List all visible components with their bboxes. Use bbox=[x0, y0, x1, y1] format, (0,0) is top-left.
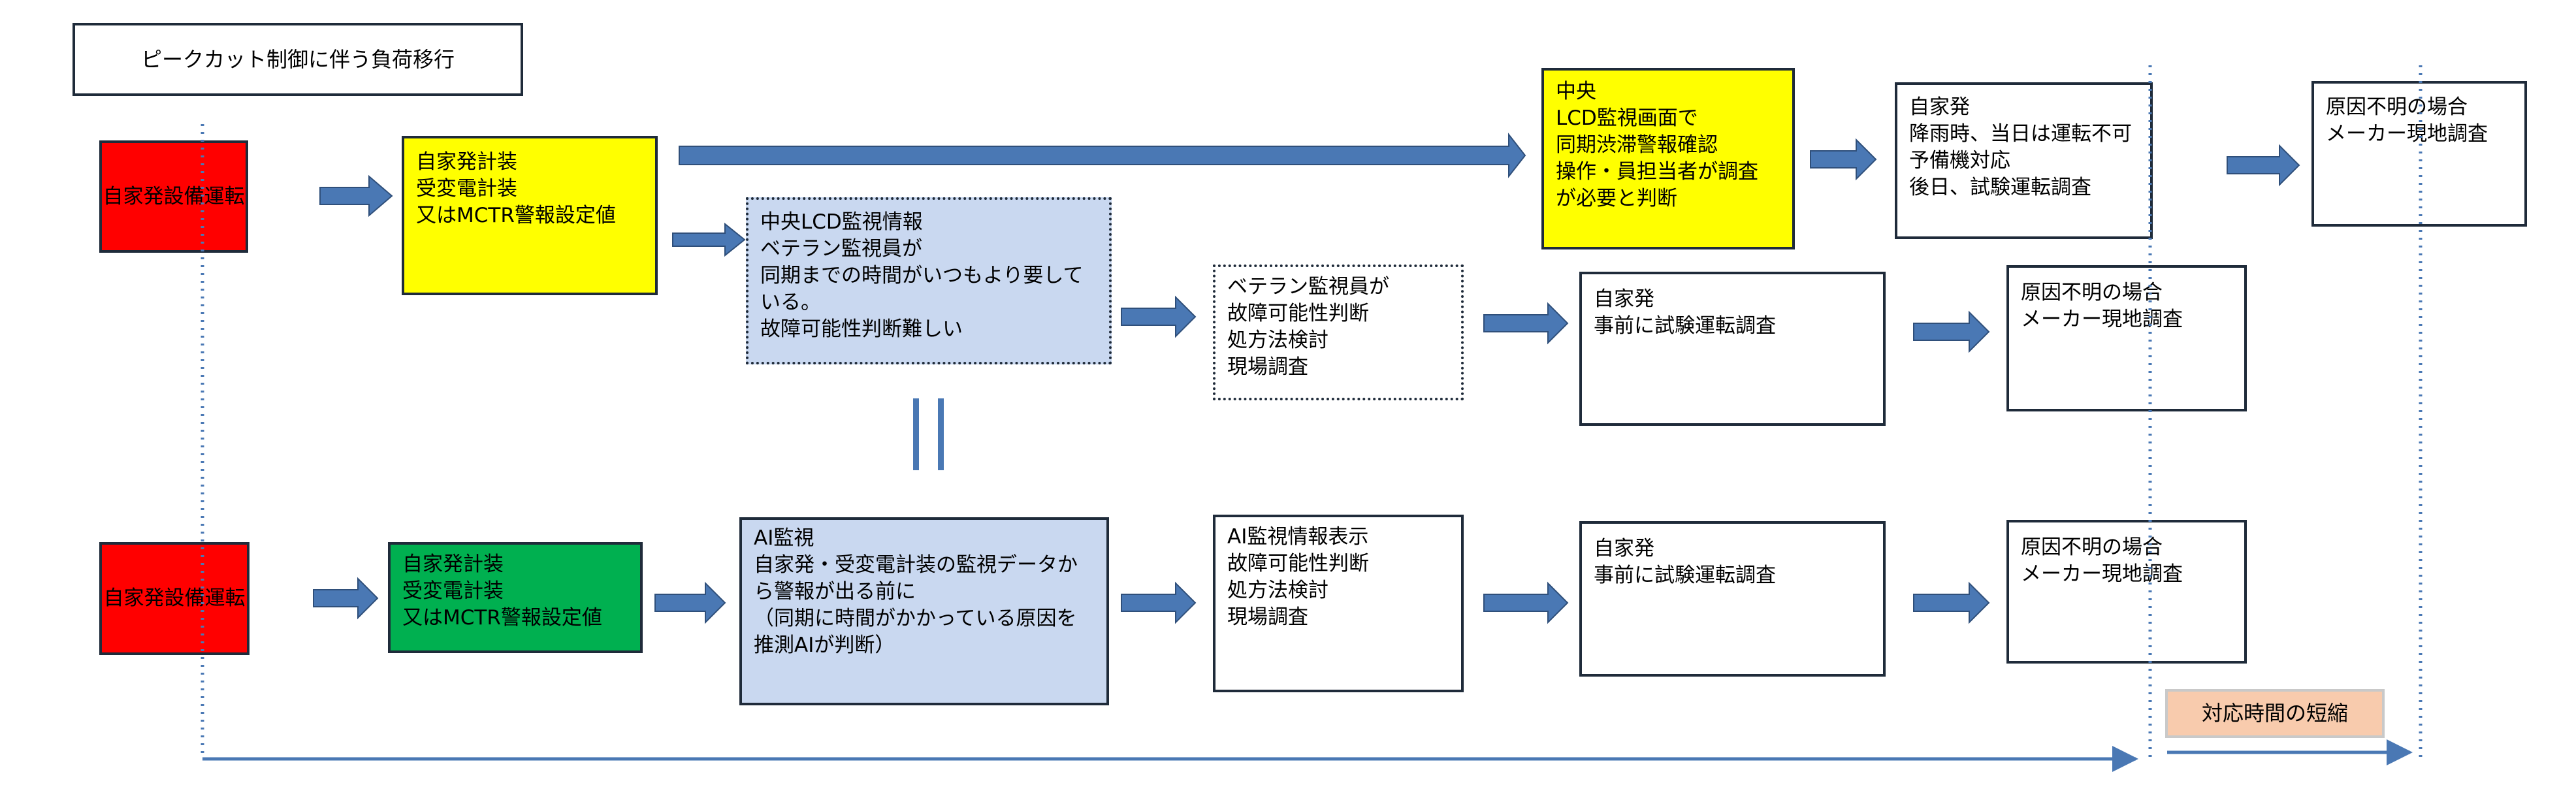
top-start-node: 自家発設備運転 bbox=[99, 140, 248, 253]
bottom-settings-node: 自家発計装 受変電計装 又はMCTR警報設定値 bbox=[388, 542, 643, 653]
arrow-long-to-central-alarm bbox=[679, 133, 1526, 178]
top-veteran-node: ベテラン監視員が 故障可能性判断 処方法検討 現場調査 bbox=[1213, 265, 1464, 400]
arrow-selfgen-to-unknown-top bbox=[1913, 310, 1990, 353]
top-central-alarm-node: 中央 LCD監視画面で 同期渋滞警報確認 操作・員担当者が調査 が必要と判断 bbox=[1541, 68, 1795, 249]
top-central-lcd-node: 中央LCD監視情報 ベテラン監視員が 同期までの時間がいつもより要している。 故… bbox=[746, 197, 1112, 364]
arrow-settings-to-ai bbox=[654, 581, 726, 624]
arrow-selfgen-to-unknown-bottom bbox=[1913, 581, 1990, 624]
bottom-ai-node: AI監視 自家発・受変電計装の監視データから警報が出る前に （同期に時間がかかっ… bbox=[739, 517, 1109, 705]
bottom-selfgen-test-node: 自家発 事前に試験運転調査 bbox=[1579, 521, 1886, 677]
diagram-title: ピークカット制御に伴う負荷移行 bbox=[72, 23, 523, 96]
arrow-rain-to-far bbox=[2227, 144, 2300, 187]
arrow-display-to-selfgen-bottom bbox=[1483, 581, 1569, 624]
time-shortening-label: 対応時間の短縮 bbox=[2165, 689, 2385, 738]
arrow-settings-to-lcd bbox=[672, 222, 746, 257]
arrow-lcd-to-veteran bbox=[1121, 295, 1197, 338]
arrow-ai-to-display bbox=[1121, 581, 1197, 624]
top-settings-node: 自家発計装 受変電計装 又はMCTR警報設定値 bbox=[402, 136, 658, 295]
bottom-unknown-cause-node: 原因不明の場合 メーカー現地調査 bbox=[2006, 520, 2247, 664]
arrow-veteran-to-selfgen-top bbox=[1483, 302, 1569, 345]
arrow-start-to-settings-bottom bbox=[313, 577, 379, 620]
arrow-alarm-to-rain bbox=[1810, 138, 1877, 181]
top-selfgen-rain-node: 自家発 降雨時、当日は運転不可 予備機対応 後日、試験運転調査 bbox=[1895, 82, 2153, 239]
equivalence-mark bbox=[913, 398, 952, 470]
top-unknown-cause-node: 原因不明の場合 メーカー現地調査 bbox=[2006, 265, 2247, 411]
arrow-start-to-settings-top bbox=[319, 174, 393, 217]
bottom-ai-display-node: AI監視情報表示 故障可能性判断 処方法検討 現場調査 bbox=[1213, 515, 1464, 692]
bottom-start-node: 自家発設備運転 bbox=[99, 542, 250, 655]
top-selfgen-test-node: 自家発 事前に試験運転調査 bbox=[1579, 272, 1886, 426]
